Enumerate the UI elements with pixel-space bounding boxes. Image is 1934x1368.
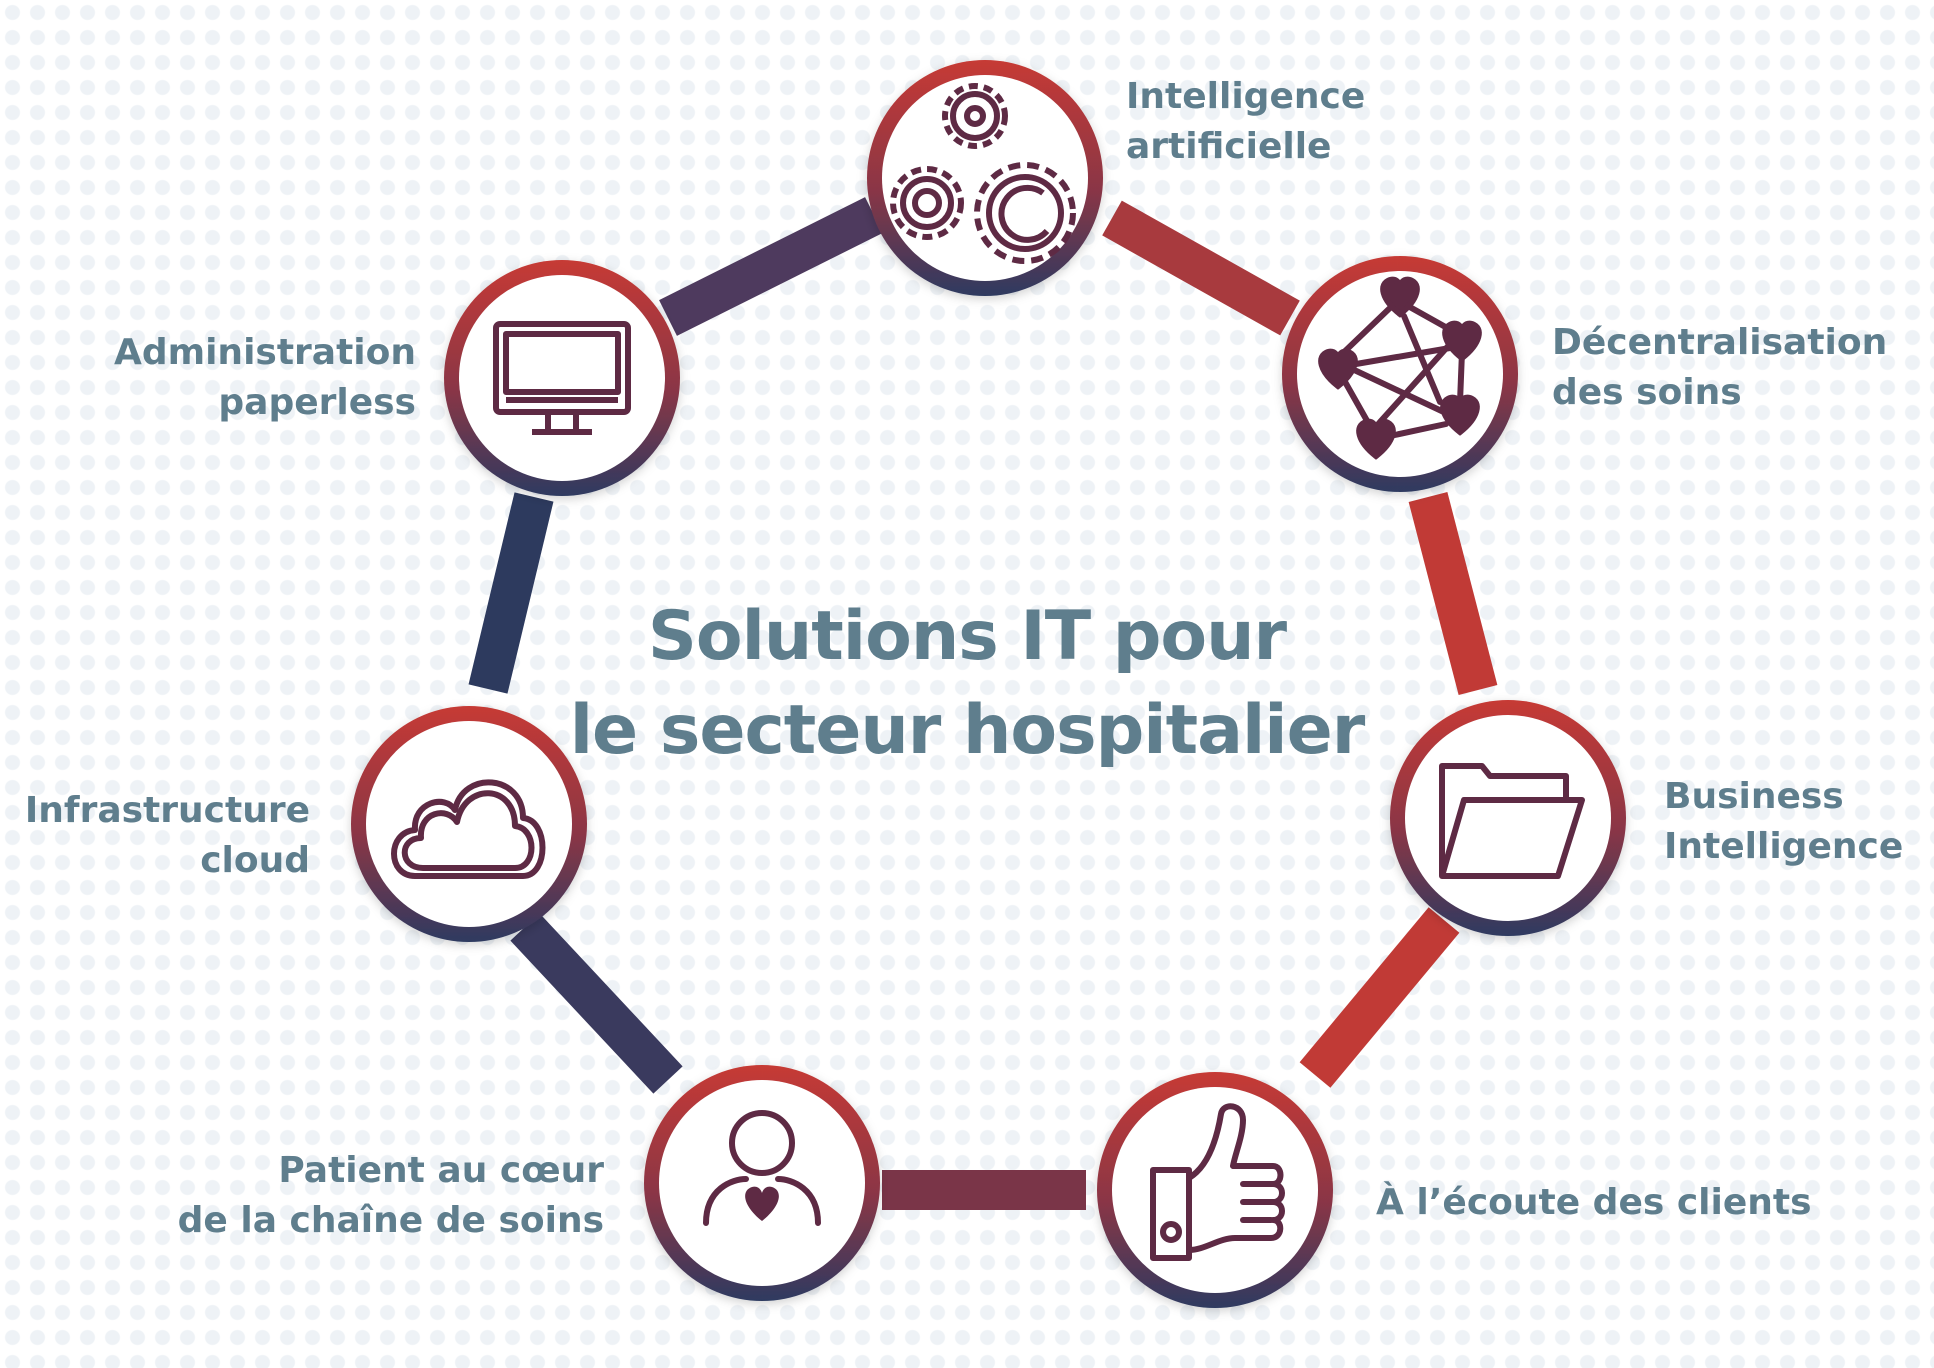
label-paperless-line-1: Administration <box>113 332 416 373</box>
connector-paperless-ai <box>659 197 883 336</box>
label-patient: Patient au cœur de la chaîne de soins <box>178 1146 604 1246</box>
label-cloud-line-1: Infrastructure <box>24 790 310 831</box>
connector-patient-cloud <box>510 913 683 1094</box>
connector-decentral-bi <box>1408 491 1498 696</box>
label-paperless: Administration paperless <box>114 328 416 428</box>
title-line-2: le secteur hospitalier <box>569 691 1366 770</box>
label-ai-line-1: Intelligence <box>1126 76 1366 117</box>
monitor-icon <box>493 321 631 435</box>
label-bi-line-2: Intelligence <box>1664 826 1904 867</box>
label-patient-line-2: de la chaîne de soins <box>177 1200 604 1241</box>
title-line-1: Solutions IT pour <box>647 597 1287 676</box>
connector-ai-decentral <box>1102 200 1300 336</box>
label-patient-line-1: Patient au cœur <box>278 1150 604 1191</box>
folder-icon <box>1439 763 1585 879</box>
connector-bi-listen <box>1299 907 1460 1088</box>
label-bi: Business Intelligence <box>1664 772 1903 872</box>
label-bi-line-1: Business <box>1664 776 1844 817</box>
gears-icon <box>890 83 1076 264</box>
label-listen: À l’écoute des clients <box>1376 1178 1812 1228</box>
cloud-icon <box>391 779 546 879</box>
label-ai-line-2: artificielle <box>1126 126 1332 167</box>
node-paperless <box>444 260 680 496</box>
person-heart-icon <box>703 1110 821 1226</box>
label-decentral-line-1: Décentralisation <box>1552 322 1888 363</box>
label-decentral: Décentralisation des soins <box>1552 318 1887 418</box>
label-decentral-line-2: des soins <box>1552 372 1742 413</box>
label-cloud-line-2: cloud <box>200 840 310 881</box>
heart-network-icon <box>1318 276 1482 460</box>
label-ai: Intelligence artificielle <box>1126 72 1365 172</box>
connectors <box>468 197 1498 1210</box>
thumbs-up-icon <box>1150 1103 1285 1261</box>
diagram-title: Solutions IT pour le secteur hospitalier <box>467 590 1467 778</box>
label-cloud: Infrastructure cloud <box>25 786 310 886</box>
node-patient <box>644 1065 880 1301</box>
connector-cloud-paperless <box>468 492 554 694</box>
node-listen <box>1097 1072 1333 1308</box>
label-paperless-line-2: paperless <box>218 382 416 423</box>
label-listen-line-1: À l’écoute des clients <box>1376 1182 1812 1223</box>
